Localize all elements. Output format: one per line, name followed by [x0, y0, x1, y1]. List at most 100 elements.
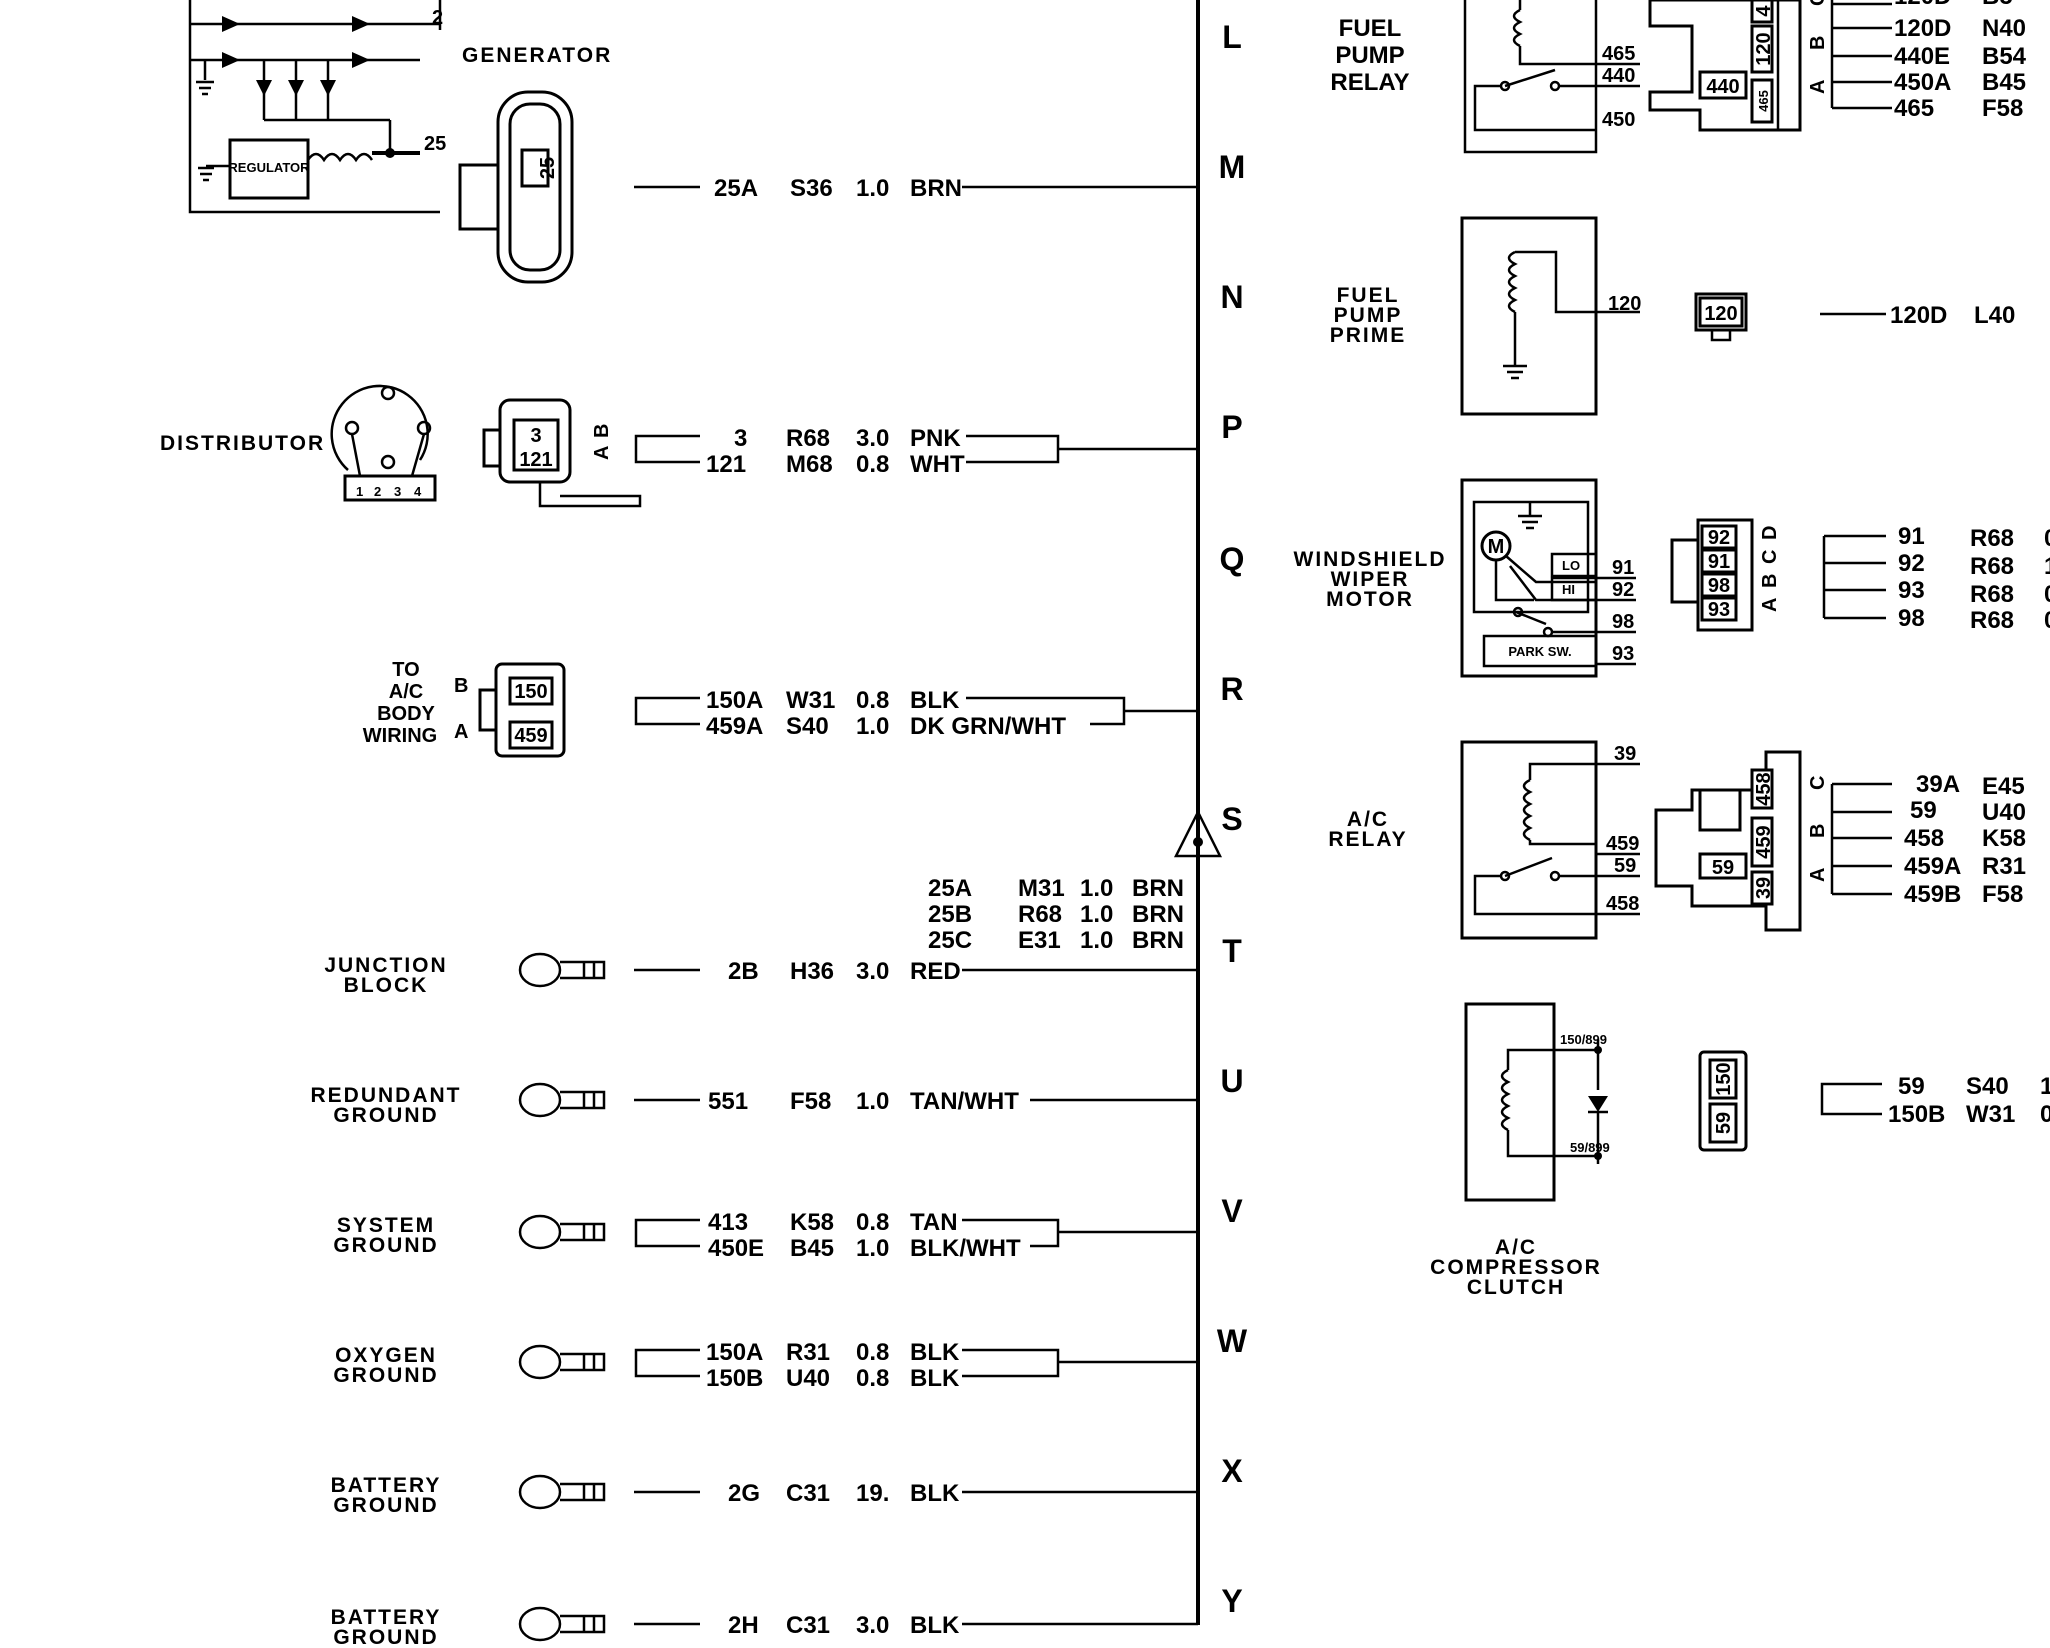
ac-body-connector-pin: 150 [514, 681, 547, 703]
wire-cut-text: 1 [2044, 553, 2050, 580]
wire-gauge: 3.0 [856, 1612, 889, 1639]
wire-location: R68 [1970, 553, 2014, 580]
wiper-pin: 93 [1612, 643, 1634, 665]
clutch-pin: 59/899 [1570, 1140, 1610, 1155]
wire-gauge: 3.0 [856, 958, 889, 985]
row-letter: L [1222, 19, 1242, 55]
wiper-pin: 92 [1612, 579, 1634, 601]
wire-circuit: 150A [706, 687, 763, 714]
wiper-motor: WINDSHIELD WIPER MOTOR M LO HI PARK SW. … [1294, 478, 2050, 678]
wire-gauge: 1.0 [1080, 875, 1113, 902]
wire-circuit: 450A [1894, 69, 1951, 96]
ac-relay-connector-pin: 458 [1753, 772, 1775, 805]
wire-circuit: 25B [928, 901, 972, 928]
wiper-connector-letter: A [1759, 598, 1781, 612]
wire-circuit: 98 [1898, 605, 1925, 632]
ac-body-label-line: A/C [389, 681, 423, 703]
prime-pin: 120 [1608, 293, 1641, 315]
ac-relay-pin: 39 [1614, 743, 1636, 765]
row-letter: P [1221, 409, 1242, 445]
ac-compressor-clutch: 150/899 59/899 A/C COMPRESSOR CLUTCH 150… [1430, 1002, 2050, 1299]
ground-label-line: GROUND [333, 1626, 438, 1648]
wire-color: BLK [910, 1480, 960, 1507]
distributor-connector-letter: A [591, 446, 613, 460]
ground-battery-2: BATTERY GROUND 2H C31 3.0 BLK [331, 1606, 1198, 1648]
regulator-label: REGULATOR [228, 160, 310, 175]
wire-location: C31 [786, 1612, 830, 1639]
ground-label-line: OXYGEN [335, 1344, 437, 1367]
wire-cut-text: 0 [2044, 525, 2050, 552]
ac-body-wiring: TO A/C BODY WIRING B A 150 459 150A W31 … [363, 659, 1198, 758]
relay-pin: 465 [1602, 43, 1635, 65]
wire-circuit: 25A [714, 175, 758, 202]
clutch-pin: 150/899 [1560, 1032, 1607, 1047]
clutch-label-line: COMPRESSOR [1430, 1256, 1602, 1279]
wire-location: R68 [1970, 525, 2014, 552]
wire-circuit: 120D [1894, 0, 1951, 10]
clutch-connector-pin: 150 [1713, 1062, 1735, 1095]
ring-terminal-icon [518, 1214, 606, 1250]
wire-cut-text: 0 [2044, 607, 2050, 634]
wire-circuit: 458 [1904, 825, 1944, 852]
generator-pin-out: 25 [424, 133, 446, 155]
ground-label-line: JUNCTION [324, 954, 447, 977]
wire-location: R68 [1970, 581, 2014, 608]
wire-location: U40 [1982, 799, 2026, 826]
wiper-label-line: WINDSHIELD [1294, 548, 1447, 571]
wire-location: S36 [790, 175, 833, 202]
wire-circuit: 459A [1904, 853, 1961, 880]
wire-circuit: 92 [1898, 550, 1925, 577]
generator-label: GENERATOR [462, 44, 612, 67]
wire-circuit: 120D [1890, 302, 1947, 329]
diode-icon [352, 52, 370, 68]
wire-gauge: 0.8 [856, 451, 889, 478]
wire-circuit: 551 [708, 1088, 748, 1115]
wire-color: BLK [910, 1612, 960, 1639]
relay-pin: 440 [1602, 65, 1635, 87]
wire-location: M68 [786, 451, 833, 478]
row-letter: Y [1221, 1583, 1242, 1619]
ring-terminal-icon [518, 1082, 606, 1118]
ground-battery-1: BATTERY GROUND 2G C31 19. BLK [331, 1474, 1198, 1517]
relay-label-line: RELAY [1330, 69, 1409, 96]
wire-circuit: 39A [1916, 771, 1960, 798]
wire-circuit: 93 [1898, 577, 1925, 604]
wire-circuit: 121 [706, 451, 746, 478]
wire-location: R31 [1982, 853, 2026, 880]
wiper-label-line: MOTOR [1326, 588, 1414, 611]
wiper-connector-letter: B [1759, 574, 1781, 588]
ground-redundant: REDUNDANT GROUND 551 F58 1.0 TAN/WHT [311, 1082, 1198, 1127]
wire-color: PNK [910, 425, 961, 452]
wire-cut-text: 0 [2044, 581, 2050, 608]
fuel-relay-connector-pin: 440 [1706, 76, 1739, 98]
ac-body-pin-letter: B [454, 675, 468, 697]
wiper-pin: 98 [1612, 611, 1634, 633]
generator-pin-top: 2 [432, 7, 443, 29]
wire-gauge: 0.8 [856, 687, 889, 714]
wire-circuit: 459B [1904, 881, 1961, 908]
wire-gauge: 1.0 [856, 1088, 889, 1115]
wire-gauge: 1.0 [856, 1235, 889, 1262]
fuel-pump-prime: FUEL PUMP PRIME 120 120 120D L40 [1330, 216, 2015, 416]
wire-location: L40 [1974, 302, 2015, 329]
wiper-connector-pin: 91 [1708, 551, 1730, 573]
wire-location: R68 [1018, 901, 1062, 928]
fuel-relay-connector-letter: C [1807, 0, 1829, 6]
ground-oxygen: OXYGEN GROUND 150A R31 0.8 BLK 150B U40 … [333, 1339, 1198, 1392]
ac-relay-connector-pin: 39 [1753, 877, 1775, 899]
fuel-relay-connector-pin: 465 [1756, 90, 1771, 112]
distributor-connector-pin: 3 [530, 425, 541, 447]
wire-circuit: 450E [708, 1235, 764, 1262]
ac-relay-pin: 459 [1606, 833, 1639, 855]
row-letter: N [1220, 279, 1243, 315]
wire-color: DK GRN/WHT [910, 713, 1066, 740]
wire-circuit: 440E [1894, 43, 1950, 70]
wire-location: W31 [1966, 1101, 2015, 1128]
wiper-connector-pin: 98 [1708, 575, 1730, 597]
wire-color: BRN [1132, 901, 1184, 928]
diode-icon [222, 16, 240, 32]
clutch-connector-pin: 59 [1713, 1112, 1735, 1134]
row-letter: Q [1220, 541, 1245, 577]
ac-relay-connector-letter: C [1807, 776, 1829, 790]
row-letter: V [1221, 1193, 1243, 1229]
